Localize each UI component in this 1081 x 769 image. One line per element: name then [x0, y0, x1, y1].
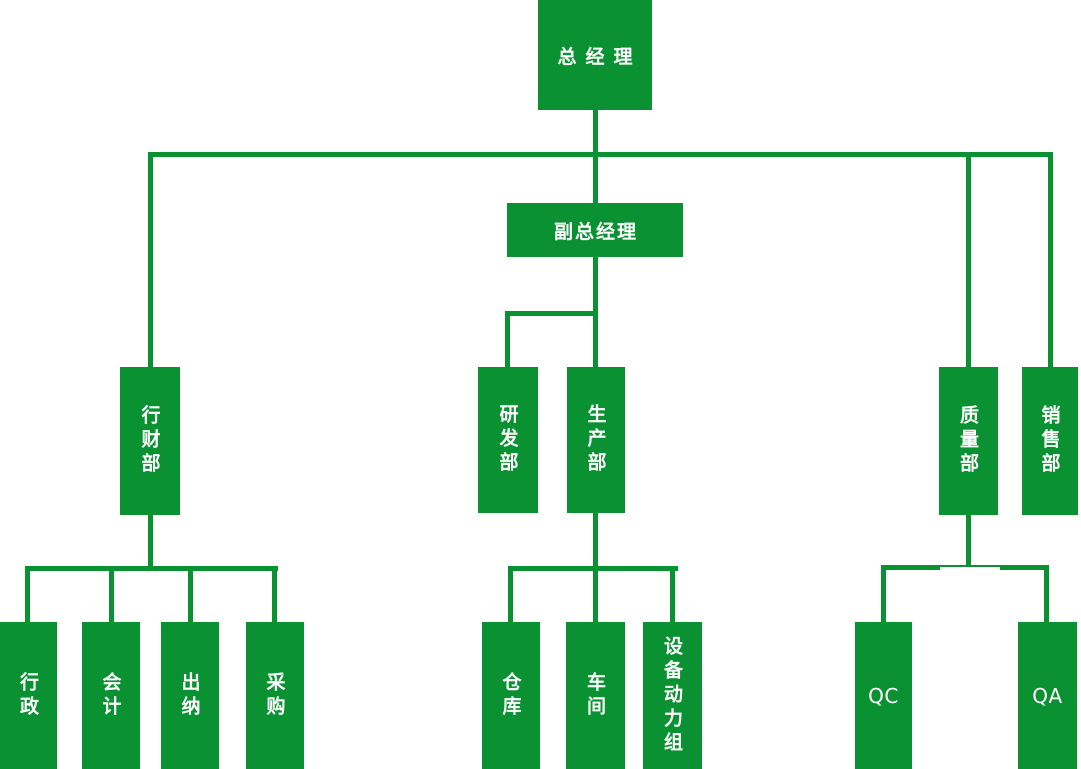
connector-drop-workshop [593, 566, 598, 622]
node-label: 生产部 [584, 404, 607, 476]
connector-spine-to-finance [148, 152, 153, 367]
connector-drop-warehouse [508, 566, 513, 622]
node-label: 质量部 [957, 405, 979, 477]
node-label: 出纳 [178, 671, 201, 720]
connector-finance-stem [148, 515, 153, 566]
node-label: 会计 [99, 671, 122, 720]
node-label: 仓库 [499, 671, 522, 720]
node-purchasing: 采购 [246, 622, 304, 769]
connector-gm-to-dgm [593, 110, 598, 203]
node-equipment-power-group: 设备动力组 [643, 622, 702, 769]
node-label: QC [868, 683, 899, 708]
connector-gap-overlay [940, 567, 1000, 576]
connector-spine-to-quality [966, 152, 971, 367]
node-sales-dept: 销售部 [1022, 367, 1078, 515]
connector-quality-stem [966, 515, 971, 565]
connector-drop-qa [1044, 565, 1049, 622]
connector-finance-children-h [25, 566, 278, 571]
connector-drop-qc [881, 565, 886, 622]
connector-drop-purchasing [272, 566, 277, 622]
node-label: QA [1032, 683, 1063, 708]
node-cashier: 出纳 [161, 622, 219, 769]
connector-drop-admin [25, 566, 30, 622]
connector-production-stem [593, 513, 598, 566]
connector-branch-to-rd [505, 311, 510, 367]
node-general-manager: 总经理 [538, 0, 652, 110]
node-label: 行财部 [138, 405, 161, 477]
node-label: 车间 [584, 671, 606, 720]
node-label: 副总经理 [553, 220, 638, 243]
node-quality-dept: 质量部 [939, 367, 998, 515]
connector-drop-equipment [670, 566, 675, 622]
node-qc: QC [855, 622, 912, 769]
node-qa: QA [1018, 622, 1077, 769]
node-rd-dept: 研发部 [478, 367, 538, 513]
node-label: 设备动力组 [661, 635, 683, 756]
node-warehouse: 仓库 [482, 622, 540, 769]
node-accounting: 会计 [82, 622, 140, 769]
node-label: 采购 [263, 671, 286, 720]
connector-drop-accounting [109, 566, 114, 622]
node-label: 研发部 [496, 404, 519, 476]
node-label: 总经理 [557, 45, 642, 68]
node-deputy-general-manager: 副总经理 [507, 203, 683, 257]
node-admin: 行政 [0, 622, 57, 769]
node-production-dept: 生产部 [567, 367, 625, 513]
node-workshop: 车间 [566, 622, 625, 769]
connector-spine-to-sales [1048, 152, 1053, 367]
node-finance-admin-dept: 行财部 [120, 367, 180, 515]
node-label: 销售部 [1038, 405, 1061, 477]
node-label: 行政 [17, 671, 39, 720]
connector-top-spine [148, 152, 1053, 157]
connector-dgm-branch-h [505, 311, 598, 316]
connector-drop-cashier [188, 566, 193, 622]
